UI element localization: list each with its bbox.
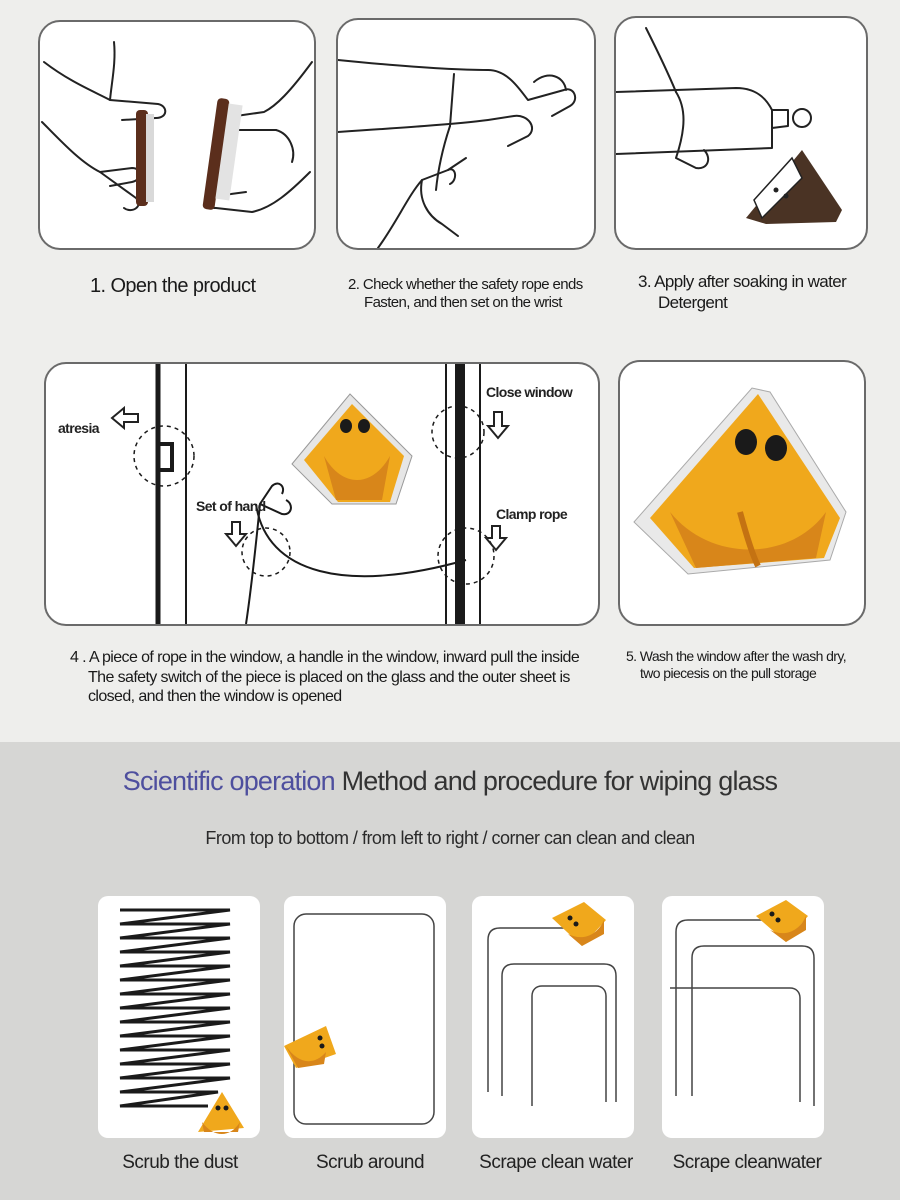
scrape-path-diagram-a — [487, 902, 617, 1106]
method-label-4: Scrape cleanwater — [672, 1152, 822, 1173]
step5-caption: 5. Wash the window after the wash dry, t… — [626, 648, 847, 682]
method-label-3: Scrape clean water — [479, 1152, 633, 1173]
step4-caption: 4 . A piece of rope in the window, a han… — [70, 649, 580, 706]
heading-rest: Method and procedure for wiping glass — [341, 766, 778, 796]
window-cleaner-product — [633, 387, 847, 575]
method-card-scrape-clean-water — [472, 896, 634, 1138]
section-subheading: From top to bottom / from left to right … — [205, 828, 695, 848]
heading-accent: Scientific operation — [122, 766, 336, 796]
method-card-scrub-around — [284, 896, 446, 1138]
label-set-of-hand: Set of hand — [196, 498, 266, 514]
label-atresia: atresia — [58, 420, 100, 436]
step3-illustration — [614, 16, 868, 250]
wrist-rope-drawing — [338, 59, 577, 248]
zigzag-path-diagram — [119, 908, 244, 1134]
window-installation-diagram — [110, 364, 511, 624]
hands-open-product-drawing — [41, 41, 313, 213]
scrape-path-diagram-b — [670, 900, 815, 1106]
perimeter-path-diagram — [284, 913, 435, 1125]
step5-illustration — [618, 360, 866, 626]
step2-illustration — [336, 18, 596, 250]
method-label-2: Scrub around — [315, 1152, 425, 1173]
step3-caption: 3. Apply after soaking in water Detergen… — [638, 272, 847, 312]
method-card-scrape-cleanwater — [662, 896, 824, 1138]
section-heading: Scientific operation Method and procedur… — [0, 766, 900, 797]
step1-illustration — [38, 20, 316, 250]
step1-caption: 1. Open the product — [90, 275, 256, 297]
label-close-window: Close window — [486, 384, 573, 400]
method-label-1: Scrub the dust — [122, 1152, 238, 1173]
method-card-scrub-dust — [98, 896, 260, 1138]
step2-caption: 2. Check whether the safety rope ends Fa… — [348, 276, 583, 312]
label-clamp-rope: Clamp rope — [496, 506, 568, 522]
step4-illustration — [44, 362, 600, 626]
detergent-bottle-drawing — [616, 27, 842, 224]
